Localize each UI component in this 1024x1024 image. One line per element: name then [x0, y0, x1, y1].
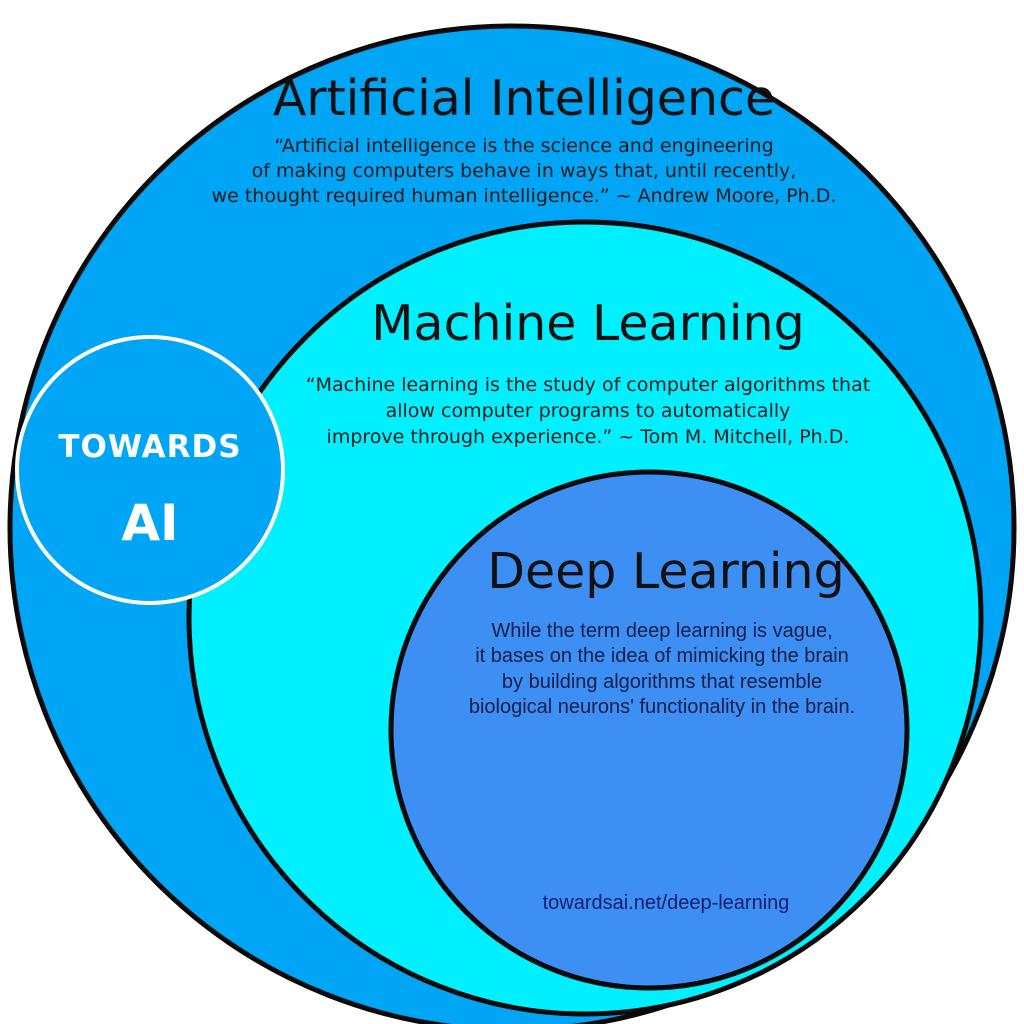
ml-quote-line: “Machine learning is the study of comput…	[306, 374, 870, 396]
ai-quote-line: of making computers behave in ways that,…	[252, 160, 797, 182]
logo-circle	[15, 335, 285, 605]
ai-quote-line: we thought required human intelligence.”…	[212, 185, 837, 207]
dl-desc-line: by building algorithms that resemble	[502, 671, 822, 693]
ml-quote-line: allow computer programs to automatically	[386, 400, 791, 422]
dl-desc-line: biological neurons' functionality in the…	[469, 696, 855, 718]
dl-title: Deep Learning	[487, 543, 844, 600]
ml-title: Machine Learning	[371, 295, 804, 352]
logo-text-towards: TOWARDS	[58, 429, 241, 465]
ml-quote-line: improve through experience.” ~ Tom M. Mi…	[327, 426, 850, 448]
logo-text-ai: AI	[121, 494, 178, 552]
dl-desc-line: it bases on the idea of mimicking the br…	[475, 645, 849, 667]
ai-title: Artificial Intelligence	[273, 70, 775, 127]
ai-quote-line: “Artificial intelligence is the science …	[274, 135, 773, 157]
towards-ai-logo: TOWARDS AI	[15, 335, 285, 605]
dl-circle	[388, 469, 910, 991]
dl-desc-line: While the term deep learning is vague,	[491, 620, 832, 642]
dl-url-link[interactable]: towardsai.net/deep-learning	[543, 892, 790, 914]
